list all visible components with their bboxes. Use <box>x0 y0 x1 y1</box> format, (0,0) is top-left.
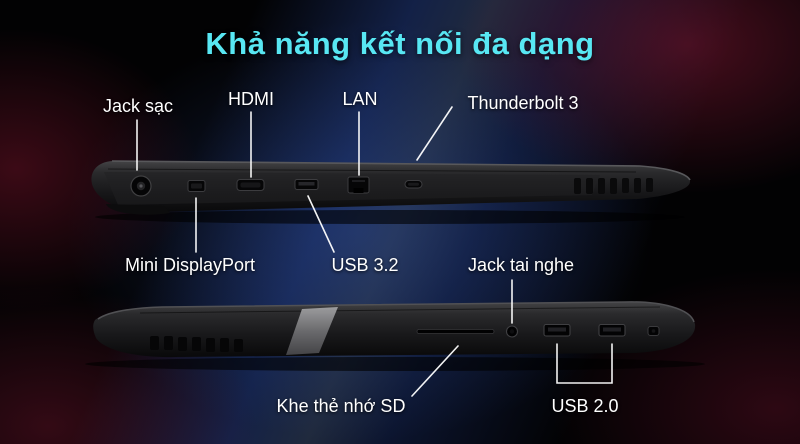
label-hdmi: HDMI <box>228 89 274 109</box>
callout-usb-32 <box>307 195 335 253</box>
label-mini-displayport: Mini DisplayPort <box>124 255 256 275</box>
label-lan: LAN <box>342 89 378 109</box>
label-khe-the-nho-sd: Khe thẻ nhớ SD <box>276 396 406 416</box>
rubber-foot <box>106 204 170 215</box>
sd-card-slot <box>416 329 495 334</box>
page-title: Khả năng kết nối đa dạng <box>205 26 595 61</box>
thunderbolt-3-port <box>404 180 423 189</box>
laptop-right-side-view <box>85 301 705 371</box>
vent-grille <box>574 178 653 194</box>
callout-lines <box>136 106 613 397</box>
label-usb-2-0: USB 2.0 <box>551 396 619 416</box>
headphone-jack-port <box>505 325 519 338</box>
usb-2-0-port-2 <box>598 323 626 337</box>
hdmi-port <box>236 179 265 191</box>
label-thunderbolt-3: Thunderbolt 3 <box>467 93 579 113</box>
label-jack-sac: Jack sạc <box>102 96 174 116</box>
security-lock-slot <box>647 326 660 336</box>
power-jack-port <box>130 175 152 197</box>
callout-thunderbolt <box>416 106 453 161</box>
silver-accent-trim <box>286 307 338 355</box>
usb-2-0-port-1 <box>543 323 571 337</box>
callout-usb-20-bracket <box>556 343 613 384</box>
usb-3-2-port <box>294 179 319 190</box>
lan-port <box>347 176 370 194</box>
vent-grille-bottom <box>150 336 243 352</box>
label-jack-tai-nghe: Jack tai nghe <box>467 255 575 275</box>
label-usb-3-2: USB 3.2 <box>331 255 399 275</box>
callout-sd-slot <box>411 345 459 397</box>
laptop-left-side-view <box>91 160 691 224</box>
mini-displayport-port <box>187 180 206 192</box>
